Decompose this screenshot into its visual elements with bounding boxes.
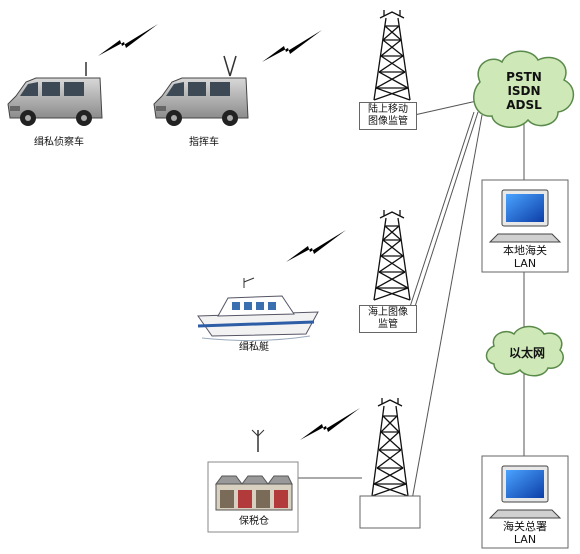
ethernet-cloud-label: 以太网 (508, 346, 545, 360)
ethernet-cloud (485, 325, 564, 377)
link-sea-tower-to-wan-a (409, 111, 479, 323)
sea-tower-label-line2: 监管 (378, 319, 398, 330)
land-tower-label-line1: 陆上移动 (368, 104, 408, 115)
sea-tower-label: 海上图像 监管 (359, 305, 417, 333)
lightning-icon (300, 408, 360, 440)
customs-hq-line2: LAN (513, 533, 537, 546)
customs-hq-line1: 海关总署 (503, 520, 547, 533)
customs-hq-lan-label: 海关总署 LAN (484, 520, 566, 546)
surveillance-van-label: 缉私侦察车 (34, 137, 84, 148)
patrol-boat-image (197, 277, 319, 342)
tower-base-box (359, 495, 421, 529)
radio-tower-warehouse (371, 398, 409, 497)
command-van-image (153, 55, 249, 126)
land-tower-label-line2: 图像监管 (368, 116, 408, 127)
local-customs-computer (481, 179, 569, 273)
patrol-boat-label: 缉私艇 (239, 342, 269, 353)
lightning-icon (98, 24, 158, 56)
link-sea-tower-to-wan-b (404, 111, 475, 323)
wan-cloud (473, 50, 575, 128)
lightning-icon (286, 230, 346, 262)
wan-isdn: ISDN (507, 84, 541, 98)
radio-tower-land (373, 10, 411, 101)
radio-tower-sea (373, 210, 411, 301)
local-customs-line1: 本地海关 (503, 244, 547, 257)
surveillance-van-image (7, 62, 103, 126)
connection-lines (298, 97, 525, 501)
wan-pstn: PSTN (506, 70, 542, 84)
lightning-icon (262, 30, 322, 62)
wan-cloud-label: PSTN ISDN ADSL (496, 70, 552, 112)
bonded-warehouse-label: 保税仓 (226, 516, 282, 528)
local-customs-lan-label: 本地海关 LAN (484, 244, 566, 270)
link-warehouse-tower-to-wan (411, 114, 483, 501)
command-van-label: 指挥车 (189, 137, 219, 148)
land-tower-label: 陆上移动 图像监管 (359, 102, 417, 130)
customs-hq-computer (481, 455, 569, 549)
local-customs-line2: LAN (513, 257, 537, 270)
sea-tower-label-line1: 海上图像 (368, 307, 408, 318)
wan-adsl: ADSL (506, 98, 542, 112)
